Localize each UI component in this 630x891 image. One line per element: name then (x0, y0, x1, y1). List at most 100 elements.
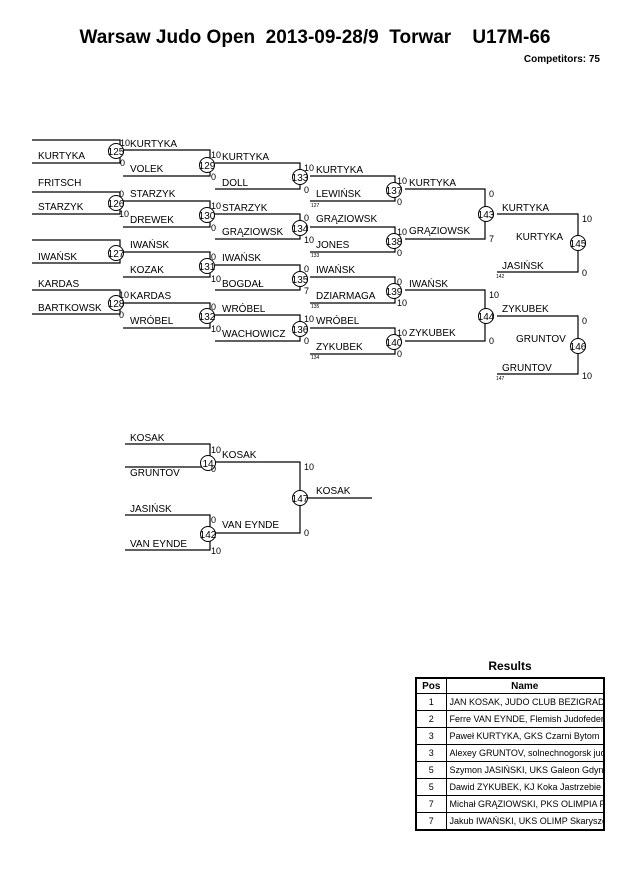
score: 0 (119, 189, 124, 199)
score: 10 (304, 462, 314, 472)
competitor-name: GRĄZIOWSK (409, 226, 470, 237)
score: 10 (397, 227, 407, 237)
competitor-name: WRÓBEL (222, 302, 266, 315)
score: 0 (304, 185, 309, 195)
results-title: Results (488, 659, 532, 673)
score: 7 (304, 286, 309, 296)
competitor-name: KOSAK (130, 433, 165, 444)
competitor-name: ZYKUBEK (409, 328, 456, 339)
score: 0 (304, 213, 309, 223)
contest-node (292, 271, 308, 287)
competitor-name: VAN EYNDE (222, 520, 279, 531)
result-pos: 7 (415, 812, 447, 831)
competitor-name: GRUNTOV (130, 468, 180, 479)
competitor-name: LEWIŃSK (316, 187, 361, 200)
competitor-name: DREWEK (130, 215, 174, 226)
contest-ref: 142 (496, 274, 505, 280)
competitor-name: BARTKOWSK (38, 303, 102, 314)
competitor-name: KOSAK (222, 450, 257, 461)
competitor-name: DOLL (222, 178, 249, 189)
score: 0 (119, 310, 124, 320)
contest-node (108, 143, 124, 159)
contest-number: 125 (108, 147, 125, 158)
competitor-name: STARZYK (222, 203, 268, 214)
competitor-name: JONES (316, 240, 350, 251)
competitor-name: BOGDAŁ (222, 279, 264, 290)
competitor-name: ZYKUBEK (502, 304, 549, 315)
contest-number: 136 (292, 325, 309, 336)
page-title: Warsaw Judo Open 2013-09-28/9 Torwar U17… (79, 27, 551, 48)
score: 0 (582, 316, 587, 326)
competitor-name: IWAŃSK (316, 263, 355, 276)
contest-ref: 127 (311, 203, 320, 209)
contest-number: 130 (199, 211, 216, 222)
result-name: Michał GRĄZIOWSKI, PKS OLIMPIA Poznań (445, 795, 605, 813)
score: 10 (489, 290, 499, 300)
contest-number: 140 (386, 338, 403, 349)
score: 0 (211, 302, 216, 312)
contest-node (386, 334, 402, 350)
contest-number: 128 (108, 299, 125, 310)
competitor-name: JASIŃSK (502, 259, 544, 272)
competitor-name: KURTYKA (130, 139, 177, 150)
contest-number: 132 (199, 312, 216, 323)
result-name: Paweł KURTYKA, GKS Czarni Bytom (445, 727, 605, 745)
competitor-name: KARDAS (38, 279, 79, 290)
score: 10 (304, 314, 314, 324)
score: 0 (211, 223, 216, 233)
competitor-name: WACHOWICZ (222, 329, 286, 340)
contest-node (108, 295, 124, 311)
contest-node (292, 169, 308, 185)
result-pos: 1 (415, 693, 447, 711)
contest-node (200, 526, 216, 542)
contest-number: 145 (570, 239, 587, 250)
result-name: Ferre VAN EYNDE, Flemish Judofederation (445, 710, 605, 728)
contest-node (108, 195, 124, 211)
results-header-row: Pos Name (415, 677, 605, 694)
score: 10 (119, 209, 129, 219)
score: 10 (304, 235, 314, 245)
contest-node (570, 338, 586, 354)
score: 0 (582, 268, 587, 278)
contest-node (570, 235, 586, 251)
competitor-name: IWAŃSK (38, 250, 77, 263)
competitor-name: GRĄZIOWSK (316, 214, 377, 225)
score: 10 (397, 328, 407, 338)
contest-node (292, 321, 308, 337)
competitor-name: KARDAS (130, 291, 171, 302)
contest-ref: 147 (496, 376, 505, 382)
result-pos: 5 (415, 778, 447, 796)
result-name: Dawid ZYKUBEK, KJ Koka Jastrzebie (445, 778, 605, 796)
competitor-count: Competitors: 75 (523, 54, 600, 65)
competitor-name: VAN EYNDE (130, 539, 187, 550)
contest-node (108, 245, 124, 261)
contest-number: 138 (386, 237, 403, 248)
score: 10 (304, 163, 314, 173)
result-name: Jakub IWAŃSKI, UKS OLIMP Skaryszew (445, 812, 605, 831)
contest-number: 14 (202, 459, 214, 470)
contest-node (199, 207, 215, 223)
competitor-name: JASIŃSK (130, 502, 172, 515)
result-pos: 3 (415, 744, 447, 762)
contest-number: 126 (108, 199, 125, 210)
contest-node (478, 308, 494, 324)
contest-number: 129 (199, 161, 216, 172)
score: 10 (120, 138, 130, 148)
score: 0 (211, 515, 216, 525)
score: 0 (120, 158, 125, 168)
contest-number: 127 (108, 249, 125, 260)
contest-node (200, 455, 216, 471)
contest-node (199, 157, 215, 173)
competitor-name: GRĄZIOWSK (222, 227, 283, 238)
contest-ref: 135 (311, 304, 320, 310)
contest-ref: 134 (311, 355, 320, 361)
contest-number: 135 (292, 275, 309, 286)
competitor-name: GRUNTOV (516, 334, 566, 345)
contest-node (478, 206, 494, 222)
